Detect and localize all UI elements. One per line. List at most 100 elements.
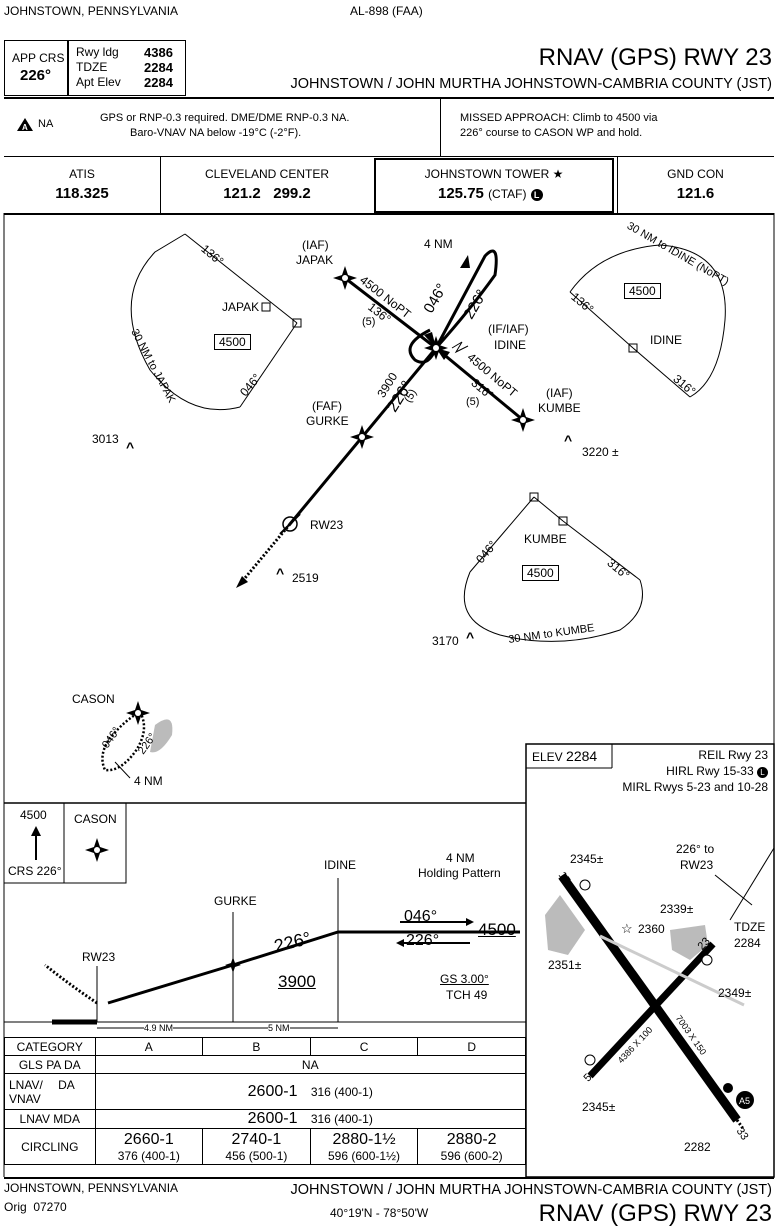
ad-2351-value: 2351 — [548, 958, 575, 972]
ramp-area-left — [545, 895, 585, 955]
ad-crs-note1: 226° to — [676, 842, 715, 856]
runway-15-33 — [558, 873, 746, 1131]
kumbe-leg-arrow-icon — [436, 348, 450, 360]
profile-gurke-icon — [225, 957, 241, 973]
ad-2345a: 2345± — [570, 852, 604, 866]
gnd-label: GND CON — [667, 167, 724, 181]
tower-box — [374, 158, 614, 213]
cason-4nm: 4 NM — [134, 774, 163, 788]
chart-id: AL-898 (FAA) — [350, 4, 423, 18]
elev-3220-value: 3220 — [582, 445, 609, 459]
gls-label: GLS PA DA — [4, 1055, 96, 1074]
circ-a-main: 2660-1 — [123, 1130, 174, 1148]
center-freq: 121.2 299.2 — [223, 185, 311, 202]
peak-2519-icon: ^ — [276, 565, 284, 581]
gurke-fix-icon — [350, 425, 374, 449]
profile-cason-icon — [85, 838, 109, 862]
profile-idine: IDINE — [324, 858, 357, 872]
app-crs-label: APP CRS — [12, 51, 65, 65]
app-crs-value: 226° — [20, 67, 52, 84]
rwy5-end-icon — [584, 1054, 596, 1066]
japak-taa-waypoint2-icon — [292, 318, 302, 328]
ad-2351: 2351± — [548, 958, 582, 972]
circ-d-main: 2880-2 — [446, 1130, 497, 1148]
ad-tdze-label: TDZE — [734, 920, 766, 934]
footer-line — [4, 1177, 774, 1179]
profile-alt-3900: 3900 — [278, 972, 316, 991]
crs-note-arrow — [714, 874, 753, 906]
ad-hirl-text: HIRL Rwy 15-33 — [666, 764, 754, 778]
gurke-faf: (FAF) — [312, 399, 342, 413]
lnav-vnav-label-1: LNAV/ — [9, 1077, 43, 1092]
rw23-label: RW23 — [310, 518, 344, 532]
rwy-ldg-label: Rwy ldg — [76, 45, 119, 59]
tower-ctaf: (CTAF) — [488, 187, 527, 201]
circling-label: CIRCLING — [4, 1128, 96, 1165]
profile-crs-226a: 226° — [406, 932, 440, 949]
elev-3220: 3220 ± — [582, 445, 619, 459]
hold-4nm: 4 NM — [424, 237, 453, 251]
elev-3170: 3170 — [432, 634, 459, 648]
atis-freq: 118.325 — [55, 185, 109, 202]
na-triangle-icon: A — [17, 118, 33, 132]
elev-3013: 3013 — [92, 432, 119, 446]
leg-japak-dist: (5) — [362, 316, 376, 328]
idine-label: IDINE — [494, 338, 527, 352]
gls-value: NA — [94, 1055, 526, 1074]
cason-hold — [101, 710, 146, 772]
ad-elev: ELEV 2284 — [532, 748, 597, 764]
cason-fix-icon — [126, 701, 150, 725]
kumbe-iaf: (IAF) — [546, 386, 573, 400]
idine-taa-waypoint-icon — [628, 343, 638, 353]
cason-4nm-line — [114, 761, 131, 779]
idine-alt: 4500 — [624, 283, 661, 299]
gps-note-2: Baro-VNAV NA below -19°C (-2°F). — [130, 127, 302, 139]
rwy-ldg-value: 4386 — [144, 45, 173, 60]
leg-kumbe-dist: (5) — [466, 396, 480, 408]
chart-title: RNAV (GPS) RWY 23 — [538, 44, 772, 71]
minimums-table: CATEGORY A B C D GLS PA DA NA LNAV/ DA V… — [4, 1037, 526, 1165]
lnav-value-main: 2600-1 — [247, 1110, 298, 1127]
kumbe-alt: 4500 — [522, 565, 559, 581]
profile-alt-4500: 4500 — [20, 808, 47, 822]
cat-c: C — [309, 1037, 419, 1056]
idine-taa-line2 — [632, 347, 691, 398]
atis-label: ATIS — [69, 167, 95, 181]
gnd-freq: 121.6 — [676, 185, 715, 202]
rwy-info-box — [68, 40, 186, 96]
missed-line-2: 226° course to CASON WP and hold. — [460, 127, 643, 139]
ad-2345a-value: 2345 — [570, 852, 597, 866]
profile-alt-right: 4500 — [478, 920, 516, 939]
rwy15-end-icon — [579, 879, 591, 891]
gurke-label: GURKE — [306, 414, 349, 428]
profile-gurke: GURKE — [214, 894, 257, 908]
category-label: CATEGORY — [4, 1037, 96, 1056]
idine-iaf: (IF/IAF) — [488, 322, 529, 336]
svg-text:A: A — [22, 123, 28, 132]
rwy23-end-icon — [701, 954, 713, 966]
japak-taa-waypoint-icon — [261, 302, 271, 312]
ad-crs-note2: RW23 — [680, 858, 714, 872]
profile-dist1: 4.9 NM — [144, 1023, 174, 1033]
ad-2345b-value: 2345 — [582, 1100, 609, 1114]
lnav-haa: 316 (400-1) — [310, 1112, 373, 1126]
lnav-vnav-label: LNAV/ DA VNAV — [4, 1073, 96, 1110]
idine-hold — [434, 249, 498, 350]
profile-hold-1: 4 NM — [446, 851, 475, 865]
missed-arrow-icon — [236, 576, 248, 588]
hold-arrow-icon — [460, 255, 470, 268]
kumbe-leg — [435, 346, 524, 422]
extra-rwy-line — [729, 847, 775, 921]
profile-tch: TCH 49 — [446, 988, 488, 1002]
airport-name: JOHNSTOWN / JOHN MURTHA JOHNSTOWN-CAMBRI… — [290, 76, 772, 92]
app-crs-box — [4, 40, 68, 96]
lnav-vnav-label-2: VNAV — [9, 1091, 41, 1106]
cat-a: A — [94, 1037, 204, 1056]
japak-taa-line2 — [239, 322, 298, 408]
circ-b-sub: 456 (500-1) — [225, 1148, 288, 1163]
profile-up-arrow-icon — [31, 826, 41, 836]
lnav-label: LNAV MDA — [4, 1109, 96, 1129]
peak-3220-icon: ^ — [564, 432, 572, 448]
tower-label: JOHNSTOWN TOWER ★ — [424, 167, 564, 181]
a5-icon: A5 — [736, 1091, 754, 1109]
